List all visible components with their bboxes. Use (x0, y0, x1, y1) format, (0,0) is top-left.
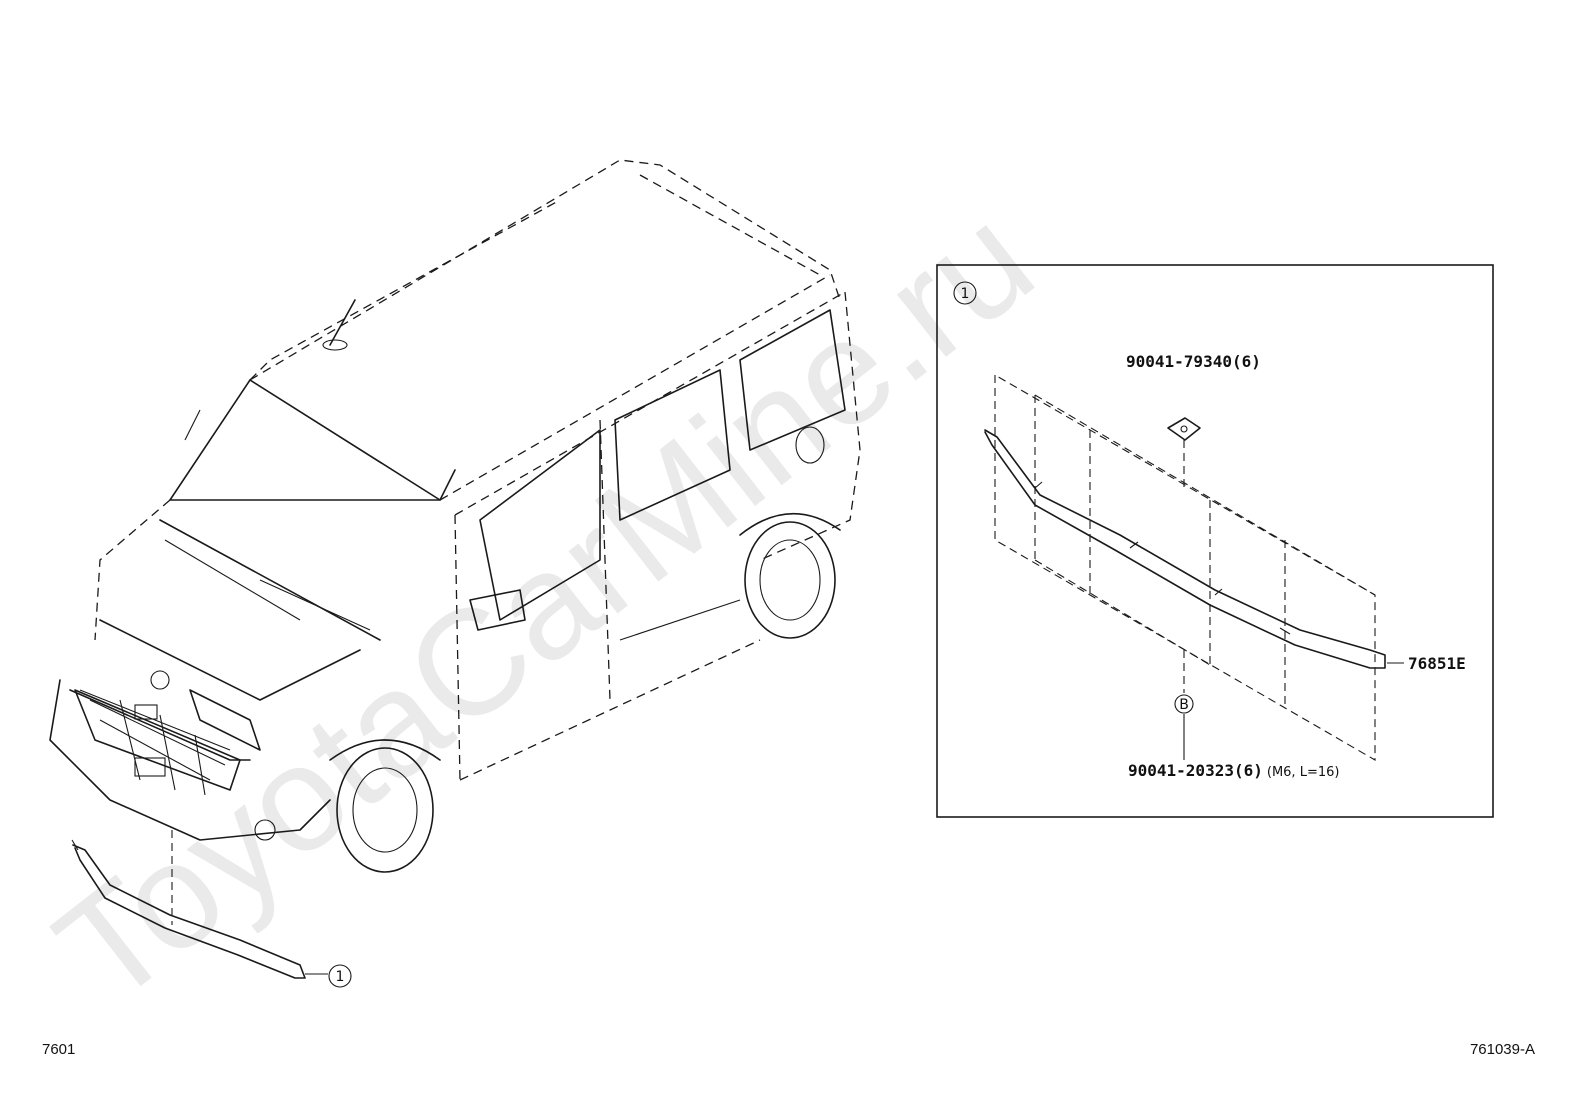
bolt-part-number: 90041-20323(6)(M6, L=16) (1128, 761, 1339, 780)
vehicle-illustration (49, 159, 861, 873)
garnish-part-number: 76851E (1408, 654, 1466, 673)
svg-text:1: 1 (336, 969, 345, 985)
bolt-marker: B (1174, 694, 1194, 714)
figure-code: 761039-A (1470, 1041, 1535, 1058)
garnish-callout-part (71, 839, 306, 979)
nut-part-number: 90041-79340(6) (1126, 352, 1261, 371)
svg-text:B: B (1179, 697, 1189, 713)
mounting-frame (994, 374, 1376, 761)
svg-text:1: 1 (961, 286, 970, 302)
garnish-part (984, 429, 1386, 669)
detail-box (936, 264, 1494, 818)
detail-box-marker: 1 (953, 281, 977, 305)
watermark: ToyotaCarMine.ru (26, 174, 1062, 1035)
section-code: 7601 (42, 1041, 75, 1058)
callout-marker: 1 (328, 964, 352, 988)
nut-icon (1167, 417, 1201, 441)
